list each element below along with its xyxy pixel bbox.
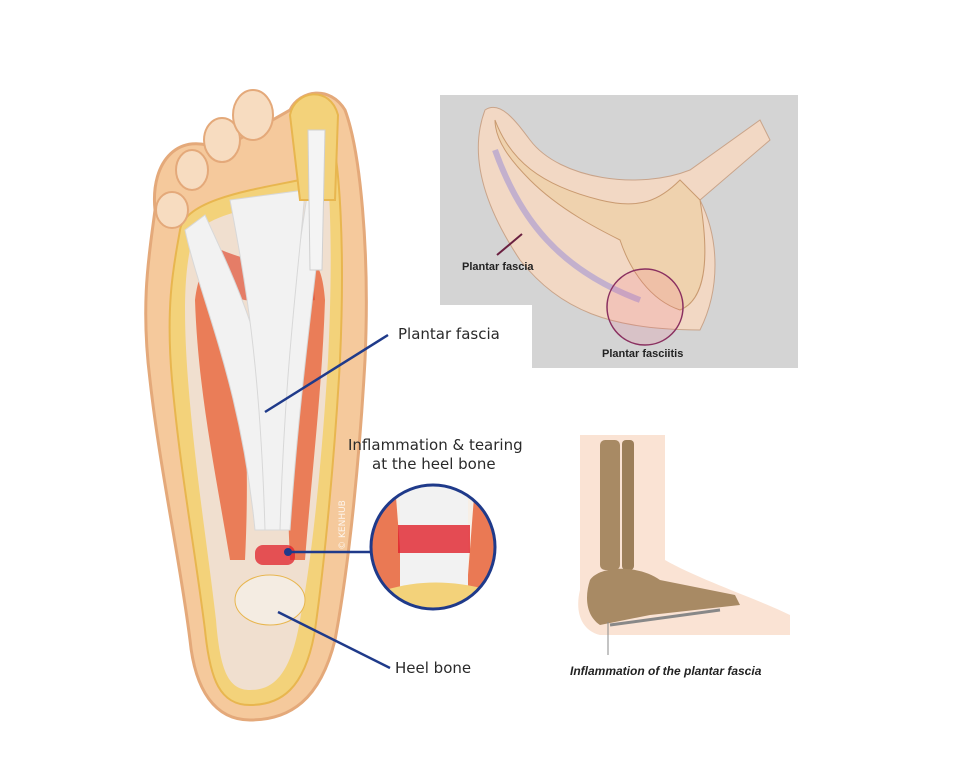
heel-bone-leader bbox=[277, 610, 391, 670]
plantar-fasciitis-label: Plantar fasciitis bbox=[602, 348, 684, 360]
inflammation-point bbox=[284, 548, 292, 556]
plantar-fascia-label: Plantar fascia bbox=[398, 325, 500, 343]
inflammation-label-line2: at the heel bone bbox=[372, 455, 496, 473]
inflammation-label-line1: Inflammation & tearing bbox=[348, 436, 523, 454]
side-plantar-fascia-label: Plantar fascia bbox=[462, 261, 534, 273]
ankle-view-caption: Inflammation of the plantar fascia bbox=[570, 664, 762, 678]
heel-bone-label: Heel bone bbox=[395, 659, 472, 677]
inflammation-zoom-circle bbox=[369, 483, 497, 611]
side-view-panel bbox=[440, 95, 798, 368]
plantar-fascia-leader bbox=[264, 333, 389, 414]
ankle-view-illustration bbox=[578, 435, 790, 655]
foot-sole-illustration bbox=[144, 89, 368, 722]
leader-lines bbox=[264, 333, 391, 670]
watermark: © KENHUB bbox=[337, 500, 348, 550]
